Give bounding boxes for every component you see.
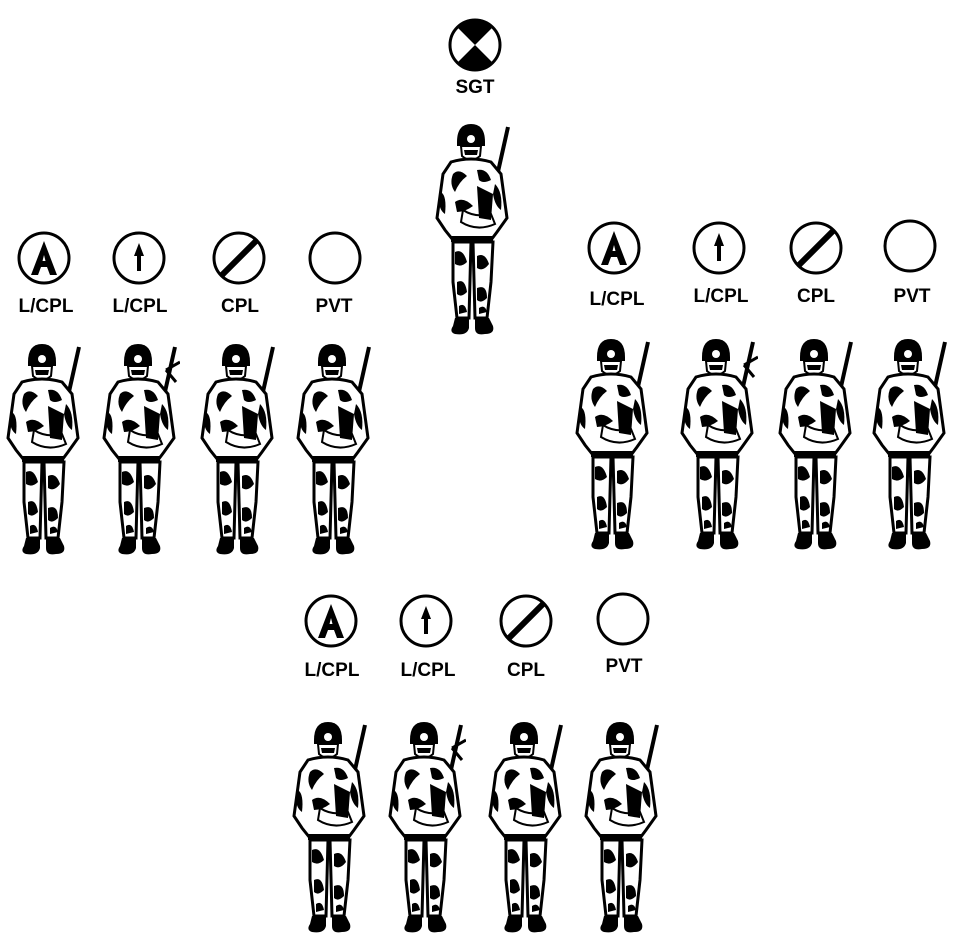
- rank-label: CPL: [507, 660, 545, 681]
- grenadier-symbol: [692, 221, 746, 275]
- rank-label: L/CPL: [694, 286, 749, 307]
- fire-team-1: L/CPL L/CPL CPL PVT: [6, 231, 371, 557]
- team-leader-slash-symbol: [214, 233, 264, 283]
- rank-label: PVT: [894, 286, 931, 307]
- soldier-figure: [435, 122, 510, 337]
- rifleman-symbol: [883, 219, 937, 273]
- soldier-figure: [778, 337, 853, 552]
- rank-label: L/CPL: [19, 296, 74, 317]
- soldier-figure: [6, 342, 81, 557]
- team-leader-slash-symbol: [501, 596, 551, 646]
- soldier-figure: [682, 339, 758, 549]
- fire-team-2: L/CPL L/CPL CPL PVT: [575, 219, 947, 552]
- soldier-figure: [575, 337, 650, 552]
- team-leader-symbol: [448, 18, 502, 72]
- automatic-rifleman-symbol: [304, 594, 358, 648]
- team-leader-slash-symbol: [791, 223, 841, 273]
- rank-label: L/CPL: [401, 660, 456, 681]
- squad-leader: SGT: [435, 18, 510, 337]
- grenadier-symbol: [112, 231, 166, 285]
- soldier-figure: [390, 722, 466, 932]
- rank-label: SGT: [455, 77, 494, 98]
- rank-label: CPL: [221, 296, 259, 317]
- soldier-figure: [104, 344, 180, 554]
- rifleman-symbol: [596, 592, 650, 646]
- soldier-figure: [488, 720, 563, 935]
- soldier-figure: [292, 720, 367, 935]
- rank-label: L/CPL: [590, 289, 645, 310]
- soldier-figure: [200, 342, 275, 557]
- rank-label: L/CPL: [305, 660, 360, 681]
- soldier-figure: [872, 337, 947, 552]
- fire-team-3: L/CPL L/CPL CPL PVT: [292, 592, 659, 935]
- soldier-figure: [296, 342, 371, 557]
- grenadier-symbol: [399, 594, 453, 648]
- rifleman-symbol: [308, 231, 362, 285]
- automatic-rifleman-symbol: [587, 221, 641, 275]
- rank-label: PVT: [606, 656, 643, 677]
- rank-label: CPL: [797, 286, 835, 307]
- rank-label: PVT: [316, 296, 353, 317]
- rank-label: L/CPL: [113, 296, 168, 317]
- automatic-rifleman-symbol: [17, 231, 71, 285]
- soldier-figure: [584, 720, 659, 935]
